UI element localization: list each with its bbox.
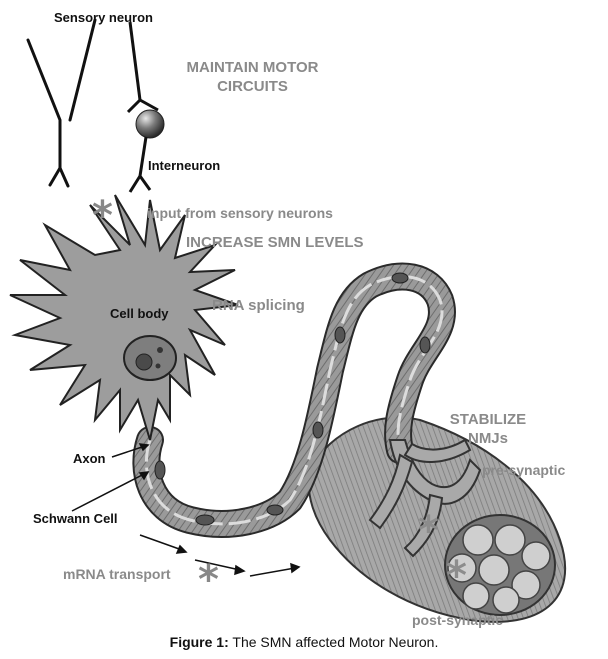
star-nmj-upper: * [418, 508, 439, 554]
label-increase-smn: INCREASE SMN LEVELS [186, 234, 364, 251]
label-stabilize-nmjs: STABILIZE NMJs [449, 411, 527, 447]
label-sensory-neuron: Sensory neuron [54, 10, 153, 25]
motor-neuron-cell-body [9, 194, 239, 441]
label-input-from-sensory: input from sensory neurons [147, 205, 333, 221]
label-cell-body: Cell body [110, 306, 169, 321]
label-rna-splicing: RNA splicing [212, 297, 305, 314]
label-pre-synaptic: pre-synaptic [482, 462, 566, 478]
star-mrna-transport: * [198, 557, 219, 603]
figure-caption: Figure 1: The SMN affected Motor Neuron. [0, 634, 608, 650]
sensory-neuron-fiber [26, 18, 97, 188]
label-maintain-motor-circuits: MAINTAIN MOTOR CIRCUITS [186, 59, 319, 95]
interneuron-soma [135, 109, 165, 139]
muscle-fibrils [447, 524, 551, 614]
star-nmj-lower: * [446, 553, 467, 599]
label-post-synaptic: post-synaptic [412, 612, 504, 628]
label-interneuron: Interneuron [148, 158, 221, 173]
schwann-cell-nuclei [154, 272, 431, 526]
label-schwann-cell: Schwann Cell [33, 511, 118, 526]
presynaptic-terminal [368, 438, 482, 558]
leader-lines [71, 443, 150, 512]
label-axon: Axon [73, 451, 106, 466]
transport-arrows [139, 534, 301, 577]
star-input-sensory: * [92, 193, 113, 239]
caption-prefix: Figure 1: [169, 634, 229, 650]
label-mrna-transport: mRNA transport [63, 566, 171, 582]
axon-with-schwann-cells [132, 262, 456, 538]
interneuron [126, 21, 165, 193]
caption-text: The SMN affected Motor Neuron. [228, 634, 439, 650]
